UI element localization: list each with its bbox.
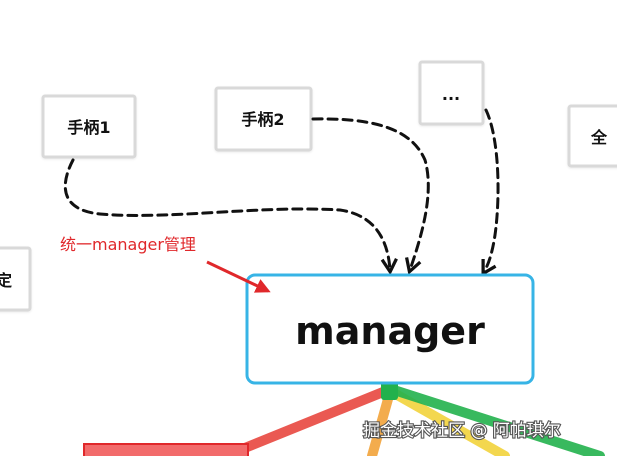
node-ellipsis-label: ... [442, 85, 460, 104]
manager-label: manager [295, 309, 485, 353]
node-partial-left: 定 [0, 246, 32, 312]
output-lines [220, 380, 605, 456]
node-handle-1-label: 手柄1 [67, 118, 110, 137]
node-handle-2-label: 手柄2 [241, 110, 284, 129]
watermark-label: 掘金技术社区 @ 阿帕琪尔 [363, 421, 561, 441]
manager-node: manager [245, 273, 535, 385]
node-handle-2: 手柄2 [214, 86, 313, 152]
output-line-yellow [387, 387, 510, 456]
output-hub [381, 380, 398, 400]
output-line-red [220, 385, 393, 456]
node-partial-right: 全 [567, 104, 617, 168]
output-line-orange [367, 387, 395, 456]
node-partial-left-label: 定 [0, 271, 12, 290]
output-line-green [389, 385, 605, 456]
annotation-label: 统一manager管理 [60, 235, 196, 254]
annotation: 统一manager管理 [60, 235, 271, 293]
connector-ellipsis-to-manager [481, 108, 500, 277]
connector-handle-2-to-manager [311, 117, 430, 275]
watermark: 掘金技术社区 @ 阿帕琪尔 [362, 420, 562, 442]
node-ellipsis: ... [418, 60, 485, 126]
node-partial-right-label: 全 [590, 128, 608, 147]
connector-handle-1-to-manager [63, 158, 398, 276]
node-handle-1: 手柄1 [41, 94, 137, 159]
output-target-red-box [83, 443, 249, 456]
annotation-arrow [206, 260, 271, 293]
